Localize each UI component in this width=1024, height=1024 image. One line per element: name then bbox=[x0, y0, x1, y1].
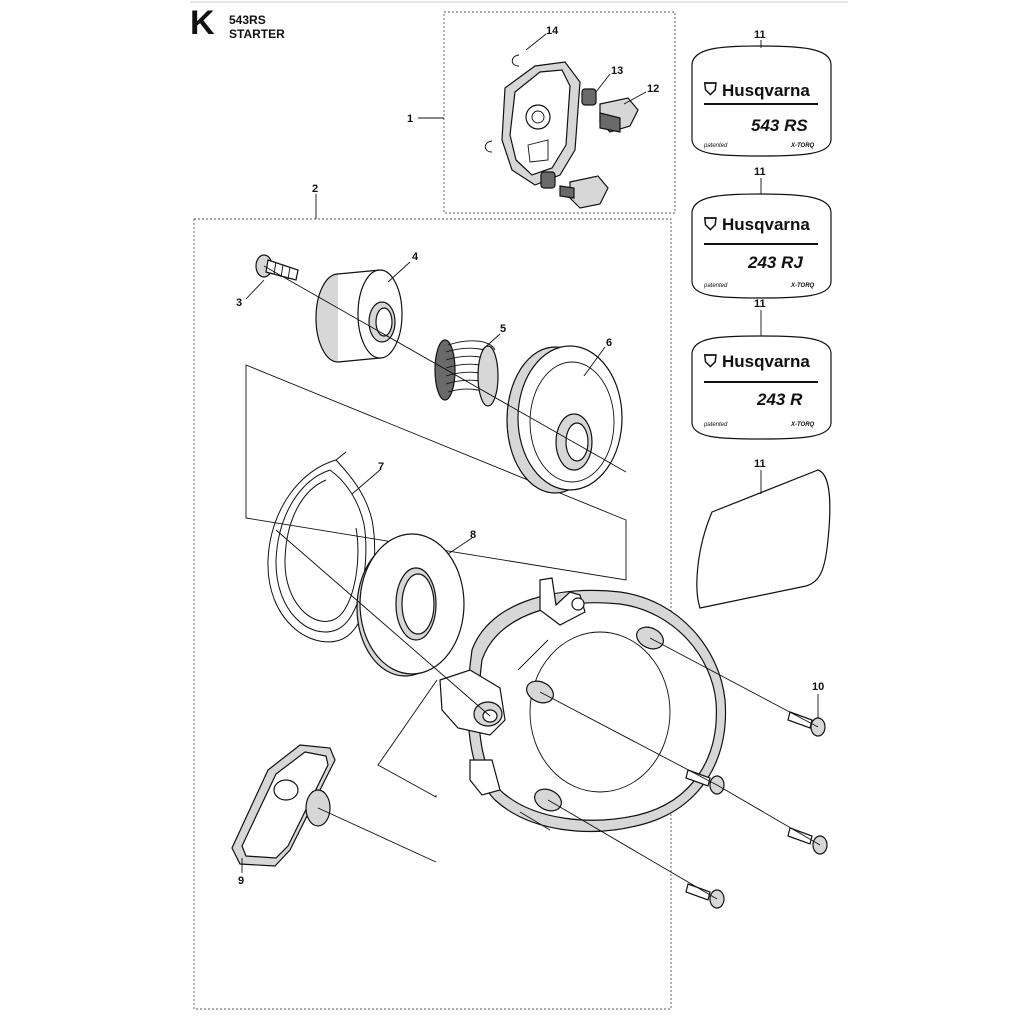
label-part-3: 3 bbox=[236, 297, 242, 309]
decal-2-xtorq: X-TORQ bbox=[790, 283, 815, 289]
label-part-1: 1 bbox=[407, 113, 413, 125]
screw-10-a bbox=[787, 711, 826, 737]
label-part-6: 6 bbox=[606, 337, 612, 349]
decal-2-brand: Husqvarna bbox=[722, 215, 810, 234]
label-part-11-d: 11 bbox=[754, 458, 766, 470]
model-name: 543RS bbox=[229, 13, 266, 27]
decal-3-patented: patented bbox=[703, 422, 728, 428]
decal-blank bbox=[696, 469, 831, 609]
label-part-9: 9 bbox=[238, 875, 244, 887]
decal-3-brand: Husqvarna bbox=[722, 352, 810, 371]
reference-plane bbox=[245, 364, 627, 581]
screw-10-c bbox=[787, 827, 828, 855]
clip-bottom bbox=[484, 140, 493, 153]
recoil-spring-7 bbox=[267, 451, 376, 643]
starter-handle-9 bbox=[231, 744, 336, 867]
decal-3-xtorq: X-TORQ bbox=[790, 422, 815, 428]
crown-icon: ⛉ bbox=[703, 215, 717, 234]
decal-543rs: Husqvarna ⛉ 543 RS patented X-TORQ bbox=[691, 45, 832, 157]
crown-icon: ⛉ bbox=[703, 352, 717, 371]
screw-3 bbox=[255, 254, 299, 281]
label-part-14: 14 bbox=[546, 25, 559, 37]
reference-plane-lower bbox=[377, 679, 438, 798]
label-part-11-b: 11 bbox=[754, 166, 766, 178]
label-part-4: 4 bbox=[412, 251, 419, 263]
decal-2-patented: patented bbox=[703, 283, 728, 289]
spring-lower bbox=[540, 171, 556, 189]
clip-top bbox=[511, 54, 520, 67]
label-part-13: 13 bbox=[611, 65, 623, 77]
decal-1-brand: Husqvarna bbox=[722, 81, 810, 100]
label-part-12: 12 bbox=[647, 83, 659, 95]
spring-upper bbox=[581, 88, 597, 106]
decal-1-patented: patented bbox=[703, 143, 728, 149]
crown-icon: ⛉ bbox=[703, 80, 717, 99]
decal-1-model: 543 RS bbox=[751, 116, 808, 135]
coil-spring-5 bbox=[434, 339, 499, 407]
decal-3-model: 243 R bbox=[756, 390, 803, 409]
button-lower bbox=[569, 175, 609, 209]
decal-1-xtorq: X-TORQ bbox=[790, 143, 815, 149]
pulley-6 bbox=[506, 345, 623, 494]
label-part-7: 7 bbox=[378, 461, 384, 473]
washer-8 bbox=[356, 533, 465, 677]
label-part-5: 5 bbox=[500, 323, 506, 335]
label-part-10: 10 bbox=[812, 681, 824, 693]
decal-243rj: Husqvarna ⛉ 243 RJ patented X-TORQ bbox=[691, 193, 832, 299]
decal-2-model: 243 RJ bbox=[747, 253, 803, 272]
section-letter: K bbox=[190, 4, 215, 42]
handle-assembly-group bbox=[484, 54, 639, 209]
label-part-2: 2 bbox=[312, 183, 318, 195]
decal-243r: Husqvarna ⛉ 243 R patented X-TORQ bbox=[691, 335, 832, 440]
pulley-hub-4 bbox=[315, 269, 403, 363]
page-title: STARTER bbox=[229, 27, 285, 41]
starter-housing bbox=[439, 577, 727, 832]
screw-10-d bbox=[685, 883, 725, 909]
label-part-8: 8 bbox=[470, 529, 476, 541]
label-part-11-a: 11 bbox=[754, 29, 766, 41]
label-part-11-c: 11 bbox=[754, 298, 766, 310]
